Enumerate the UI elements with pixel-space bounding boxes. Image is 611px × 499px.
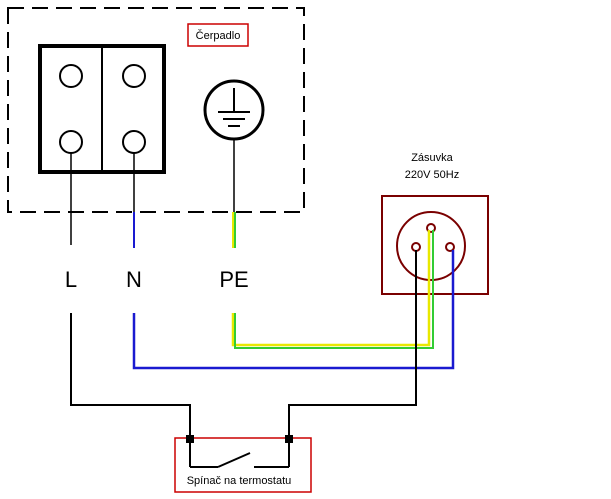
pump-enclosure	[7, 7, 305, 213]
switch-contact-icon	[217, 452, 251, 468]
wire-n-blue	[132, 250, 455, 370]
label-pe: PE	[219, 267, 248, 292]
terminal-block	[38, 44, 166, 174]
socket-outlet	[381, 195, 489, 295]
pump-label: Čerpadlo	[196, 29, 241, 42]
terminal-screw-n-bottom	[122, 130, 146, 154]
socket-title: Zásuvka	[411, 152, 453, 164]
wire-pe-yellow	[231, 230, 431, 347]
socket-hole-right	[445, 242, 455, 252]
earth-symbol-icon	[203, 79, 265, 141]
label-l: L	[65, 267, 77, 292]
terminal-screw-l-bottom	[59, 130, 83, 154]
wire-l-to-switch	[70, 313, 191, 440]
terminal-screw-n-top	[122, 64, 146, 88]
thermostat-switch	[174, 435, 312, 493]
socket-hole-left	[411, 242, 421, 252]
terminal-screw-l-top	[59, 64, 83, 88]
wire-switch-to-socket	[288, 250, 417, 440]
socket-rating: 220V 50Hz	[405, 169, 459, 181]
wire-pe-green	[234, 230, 434, 349]
label-n: N	[126, 267, 142, 292]
switch-label: Spínač na termostatu	[187, 475, 292, 487]
pump-label-box	[187, 23, 249, 47]
